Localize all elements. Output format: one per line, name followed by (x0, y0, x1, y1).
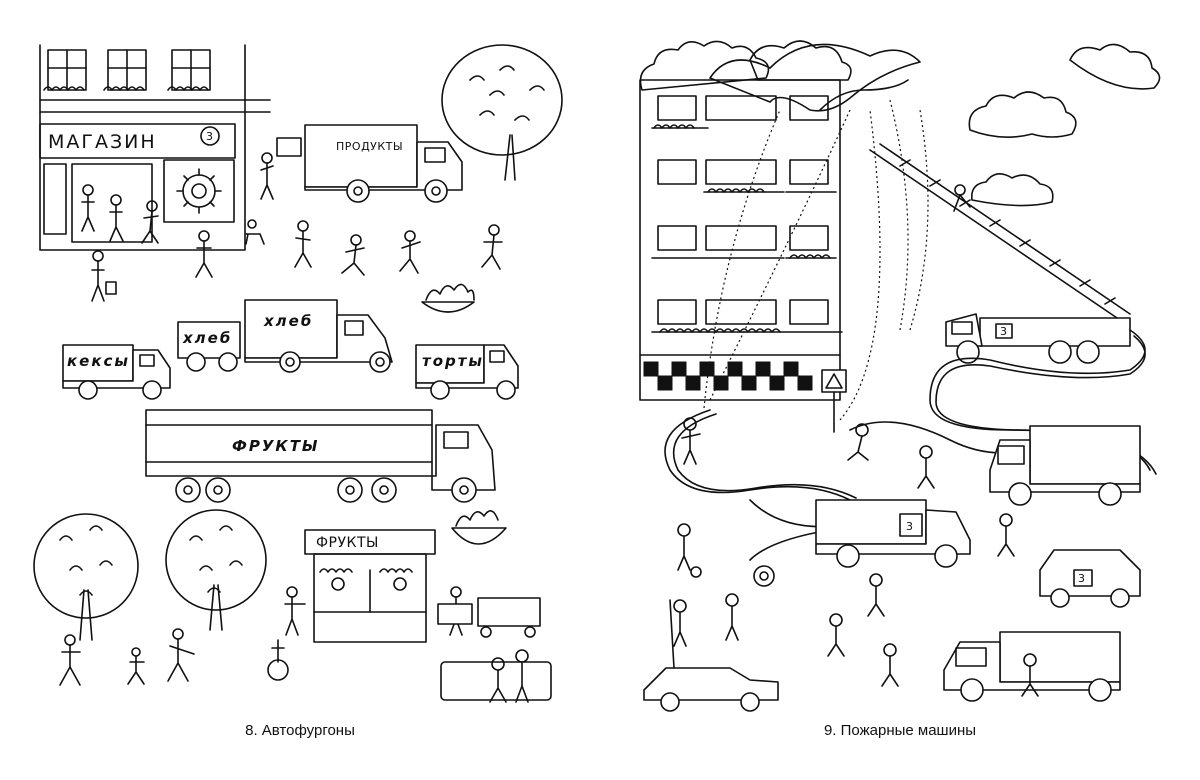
caption-autovans: 8. Автофургоны (245, 722, 355, 739)
firefighters-group (674, 418, 1038, 696)
ladder-truck: 3 (946, 314, 1130, 363)
fire-ladder (870, 144, 1130, 320)
van-bread-label: хлеб (182, 329, 232, 347)
trailer-fruits: ФРУКТЫ (146, 410, 495, 502)
trailer-fruits-label: ФРУКТЫ (232, 437, 319, 455)
people-group-shop (82, 185, 212, 301)
fire-car-number: 3 (1078, 572, 1086, 585)
truck-bread-label: хлеб (263, 312, 313, 330)
truck-bread: хлеб (245, 300, 392, 372)
van-cupcakes-label: кексы (67, 352, 130, 370)
fruit-basket (422, 284, 474, 312)
truck-products-label: ПРОДУКТЫ (336, 140, 403, 153)
apartment-building (640, 80, 846, 432)
people-group-street (246, 220, 502, 275)
page-right-fire-trucks: 3 3 3 (600, 0, 1200, 780)
tree-top-right (442, 45, 562, 180)
ladder-truck-number: 3 (1000, 325, 1008, 338)
building-checkered-base (644, 362, 812, 390)
shop-number: 3 (206, 130, 214, 143)
water-jets (704, 100, 928, 420)
fire-truck-bottom (944, 632, 1120, 701)
fire-truck-middle-number: 3 (906, 520, 914, 533)
bench-people (441, 650, 551, 702)
shop-sign-text: МАГАЗИН (48, 131, 157, 153)
van-cakes-label: торты (422, 352, 484, 370)
flames (710, 44, 920, 110)
kiosk-fruits: ФРУКТЫ (285, 511, 540, 642)
illustration-fire-trucks: 3 3 3 (600, 0, 1200, 720)
tree-bottom-middle (166, 510, 266, 630)
kiosk-fruits-label: ФРУКТЫ (316, 535, 379, 551)
fire-truck-middle: 3 (816, 500, 970, 567)
people-group-bottom (60, 629, 288, 685)
caption-fire-trucks: 9. Пожарные машины (823, 722, 977, 739)
truck-products: ПРОДУКТЫ (261, 125, 462, 202)
police-car (644, 600, 778, 711)
van-cupcakes: кексы (63, 345, 170, 399)
tree-bottom-left (34, 514, 138, 640)
illustration-autovans: МАГАЗИН 3 ПРОДУКТЫ (0, 0, 600, 720)
shop-building: МАГАЗИН 3 (40, 45, 270, 250)
fire-car-small: 3 (1040, 550, 1140, 607)
smoke-clouds (641, 41, 1160, 206)
van-cakes: торты (416, 345, 518, 399)
van-bread: хлеб (178, 322, 240, 371)
page-left-autovans: МАГАЗИН 3 ПРОДУКТЫ (0, 0, 600, 739)
fire-truck-right (990, 426, 1140, 505)
